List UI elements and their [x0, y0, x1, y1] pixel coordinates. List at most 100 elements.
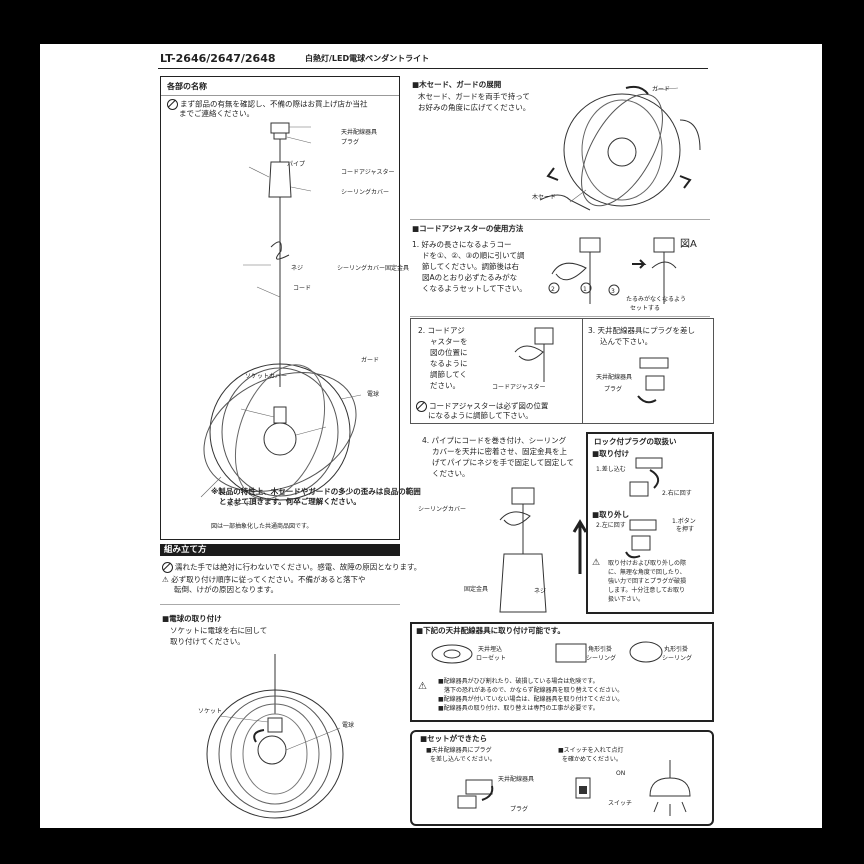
shade-diagram	[539, 85, 701, 211]
step3-line-2: 込んで下さい。	[600, 337, 653, 346]
lock-detach-step-2: 2.左に回す	[596, 522, 626, 529]
lock-attach-step-2: 2.右に回す	[662, 490, 692, 497]
adjuster-step1-4: 図Aのとおり必ずたるみがな	[422, 273, 518, 282]
finish-label-switch: スイッチ	[608, 800, 633, 807]
step4-label-screw: ネジ	[534, 588, 547, 595]
prohibit-icon	[416, 401, 427, 412]
step4-line-4: ください。	[432, 469, 470, 478]
step3-line-1: 3. 天井配線器具にプラグを差し	[588, 326, 696, 335]
step4-line-3: げてパイプにネジを手で固定して固定して	[432, 458, 575, 467]
ceiling-fixture-icons	[431, 641, 663, 664]
lock-detach: ■取り外し	[592, 510, 630, 519]
bulb-text-1: ソケットに電球を右に回して	[170, 626, 268, 635]
prohibit-icon	[167, 99, 178, 110]
lock-warning-5: 扱い下さい。	[608, 596, 645, 603]
bulb-text-2: 取り付けてください。	[170, 637, 245, 646]
step2-diagram	[514, 327, 554, 382]
parts-panel: 各部の名称 まず部品の有無を確認し、不備の際はお買上げ店か当社 までご連絡くださ…	[160, 76, 421, 540]
ceiling-fixtures-panel	[410, 622, 714, 722]
parts-footnote-2: とさせて頂きます。何卒ご理解ください。	[219, 497, 361, 506]
parts-footnote-1: ※製品の特性上、木セードやガードの多少の歪みは良品の範囲	[211, 487, 421, 496]
label-wood-shade-2: 木セード	[532, 194, 557, 201]
bulb-title: ■電球の取り付け	[162, 614, 222, 623]
label-ceiling-cover: シーリングカバー	[341, 189, 390, 196]
step2-line-6: ださい。	[430, 381, 460, 390]
label-guard-2: ガード	[652, 86, 671, 93]
step2-adjuster-label: コードアジャスター	[492, 384, 546, 391]
label-pipe: パイプ	[287, 161, 306, 168]
assembly-warning-1: 濡れた手では絶対に行わないでください。感電、故障の原因となります。	[162, 562, 421, 573]
caution-icon: ⚠	[162, 575, 169, 584]
step4-label-cover: シーリングカバー	[418, 506, 467, 513]
step2-line-1: 2. コードアジ	[418, 326, 465, 335]
adjuster-step1-1: 1. 好みの長さになるようコー	[412, 240, 512, 249]
finish-step-b-1: ■スイッチを入れて点灯	[558, 747, 624, 754]
parts-notice-1: まず部品の有無を確認し、不備の際はお買上げ店か当社	[167, 99, 368, 110]
svg-text:2: 2	[551, 286, 555, 293]
figure-a-label: 図A	[680, 239, 697, 250]
assembly-warning-2a: ⚠ 必ず取り付け順序に従ってください。不備があると落下や	[162, 575, 366, 584]
adjuster-step1-2: ドを①、②、③の順に引いて調	[422, 251, 525, 260]
step2-line-4: なるように	[430, 359, 468, 368]
step2-line-5: 調節してく	[430, 370, 468, 379]
lock-caution-icon: ⚠	[592, 558, 601, 568]
step4-label-bracket: 固定金具	[464, 586, 489, 593]
finish-label-fixture: 天井配線器具	[498, 776, 535, 783]
svg-text:3: 3	[611, 288, 615, 295]
lock-warning-1: 取り付けおよび取り外しの際	[608, 560, 687, 567]
ceiling-type-3b: シーリング	[662, 655, 693, 662]
model-number: LT-2646/2647/2648	[160, 52, 276, 65]
shade-text-2: お好みの角度に広げてください。	[418, 103, 531, 112]
step3-diagram	[637, 357, 669, 404]
ceiling-type-2a: 角形引掛	[588, 646, 613, 653]
step2-line-3: 図の位置に	[430, 348, 468, 357]
parts-title: 各部の名称	[167, 82, 207, 91]
label-socket-cover: ソケットカバー	[245, 373, 288, 380]
step4-diagram	[499, 487, 588, 613]
figure-a-note-1: たるみがなくなるよう	[626, 296, 687, 303]
label-cord: コード	[293, 285, 312, 292]
label-plug: プラグ	[341, 139, 360, 146]
finish-label-on: ON	[616, 770, 626, 777]
step3-label-fixture: 天井配線器具	[596, 374, 633, 381]
label-cord-adjuster: コードアジャスター	[341, 169, 395, 176]
svg-text:1: 1	[583, 286, 587, 293]
step2-warning-1: コードアジャスターは必ず図の位置	[416, 401, 548, 412]
step2-line-2: ャスターを	[430, 337, 468, 346]
label-socket: ソケット	[198, 708, 223, 715]
finish-step-a-2: を差し込んでください。	[430, 756, 496, 763]
product-name: 白熱灯/LED電球ペンダントライト	[305, 54, 430, 63]
lock-detach-diagram	[625, 519, 657, 559]
ceiling-title: ■下記の天井配線器具に取り付け可能です。	[416, 626, 565, 635]
adjuster-step1-3: 節してください。調節後は右	[422, 262, 520, 271]
adjuster-step1-5: くなるようセットして下さい。	[422, 284, 527, 293]
step3-label-plug: プラグ	[604, 386, 623, 393]
label-guard: ガード	[361, 357, 380, 364]
lock-warning-2: に、無理な角度で回したり、	[608, 569, 686, 576]
finish-diagram	[457, 760, 691, 816]
label-wood-shade: 木セード	[227, 501, 252, 508]
label-screw: ネジ	[291, 265, 304, 272]
lock-title: ロック付プラグの取扱い	[594, 437, 677, 446]
lock-attach: ■取り付け	[592, 449, 630, 458]
ceiling-caution-icon: ⚠	[418, 681, 427, 692]
adjuster-title: ■コードアジャスターの使用方法	[412, 224, 524, 233]
step4-line-2: カバーを天井に密着させ、固定金具を上	[432, 447, 567, 456]
lock-detach-step-1a: 1.ボタン	[672, 518, 696, 525]
label-bulb: 電球	[367, 391, 380, 398]
ceiling-type-2b: シーリング	[586, 655, 617, 662]
lock-plug-panel	[586, 432, 714, 614]
label-ceiling-fixture: 天井配線器具	[341, 129, 378, 136]
ceiling-warn-1: ■配線器具がひび割れたり、破損している場合は危険です。	[438, 678, 599, 685]
ceiling-type-3a: 丸形引掛	[664, 646, 689, 653]
step2-panel	[410, 318, 584, 424]
shade-title: ■木セード、ガードの展開	[412, 80, 502, 89]
instruction-sheet: LT-2646/2647/2648 白熱灯/LED電球ペンダントライト 各部の名…	[40, 44, 822, 828]
finish-step-a-1: ■天井配線器具にプラグ	[426, 747, 492, 754]
ceiling-warn-4: ■配線器具の取り付け、取り替えは専門の工事が必要です。	[438, 705, 599, 712]
prohibit-icon	[162, 562, 173, 573]
assembly-warning-2b: 転倒、けがの原因となります。	[174, 585, 279, 594]
finish-step-b-2: を確かめてください。	[562, 756, 622, 763]
assembly-title: 組み立て方	[160, 544, 400, 556]
finish-panel	[410, 730, 714, 826]
